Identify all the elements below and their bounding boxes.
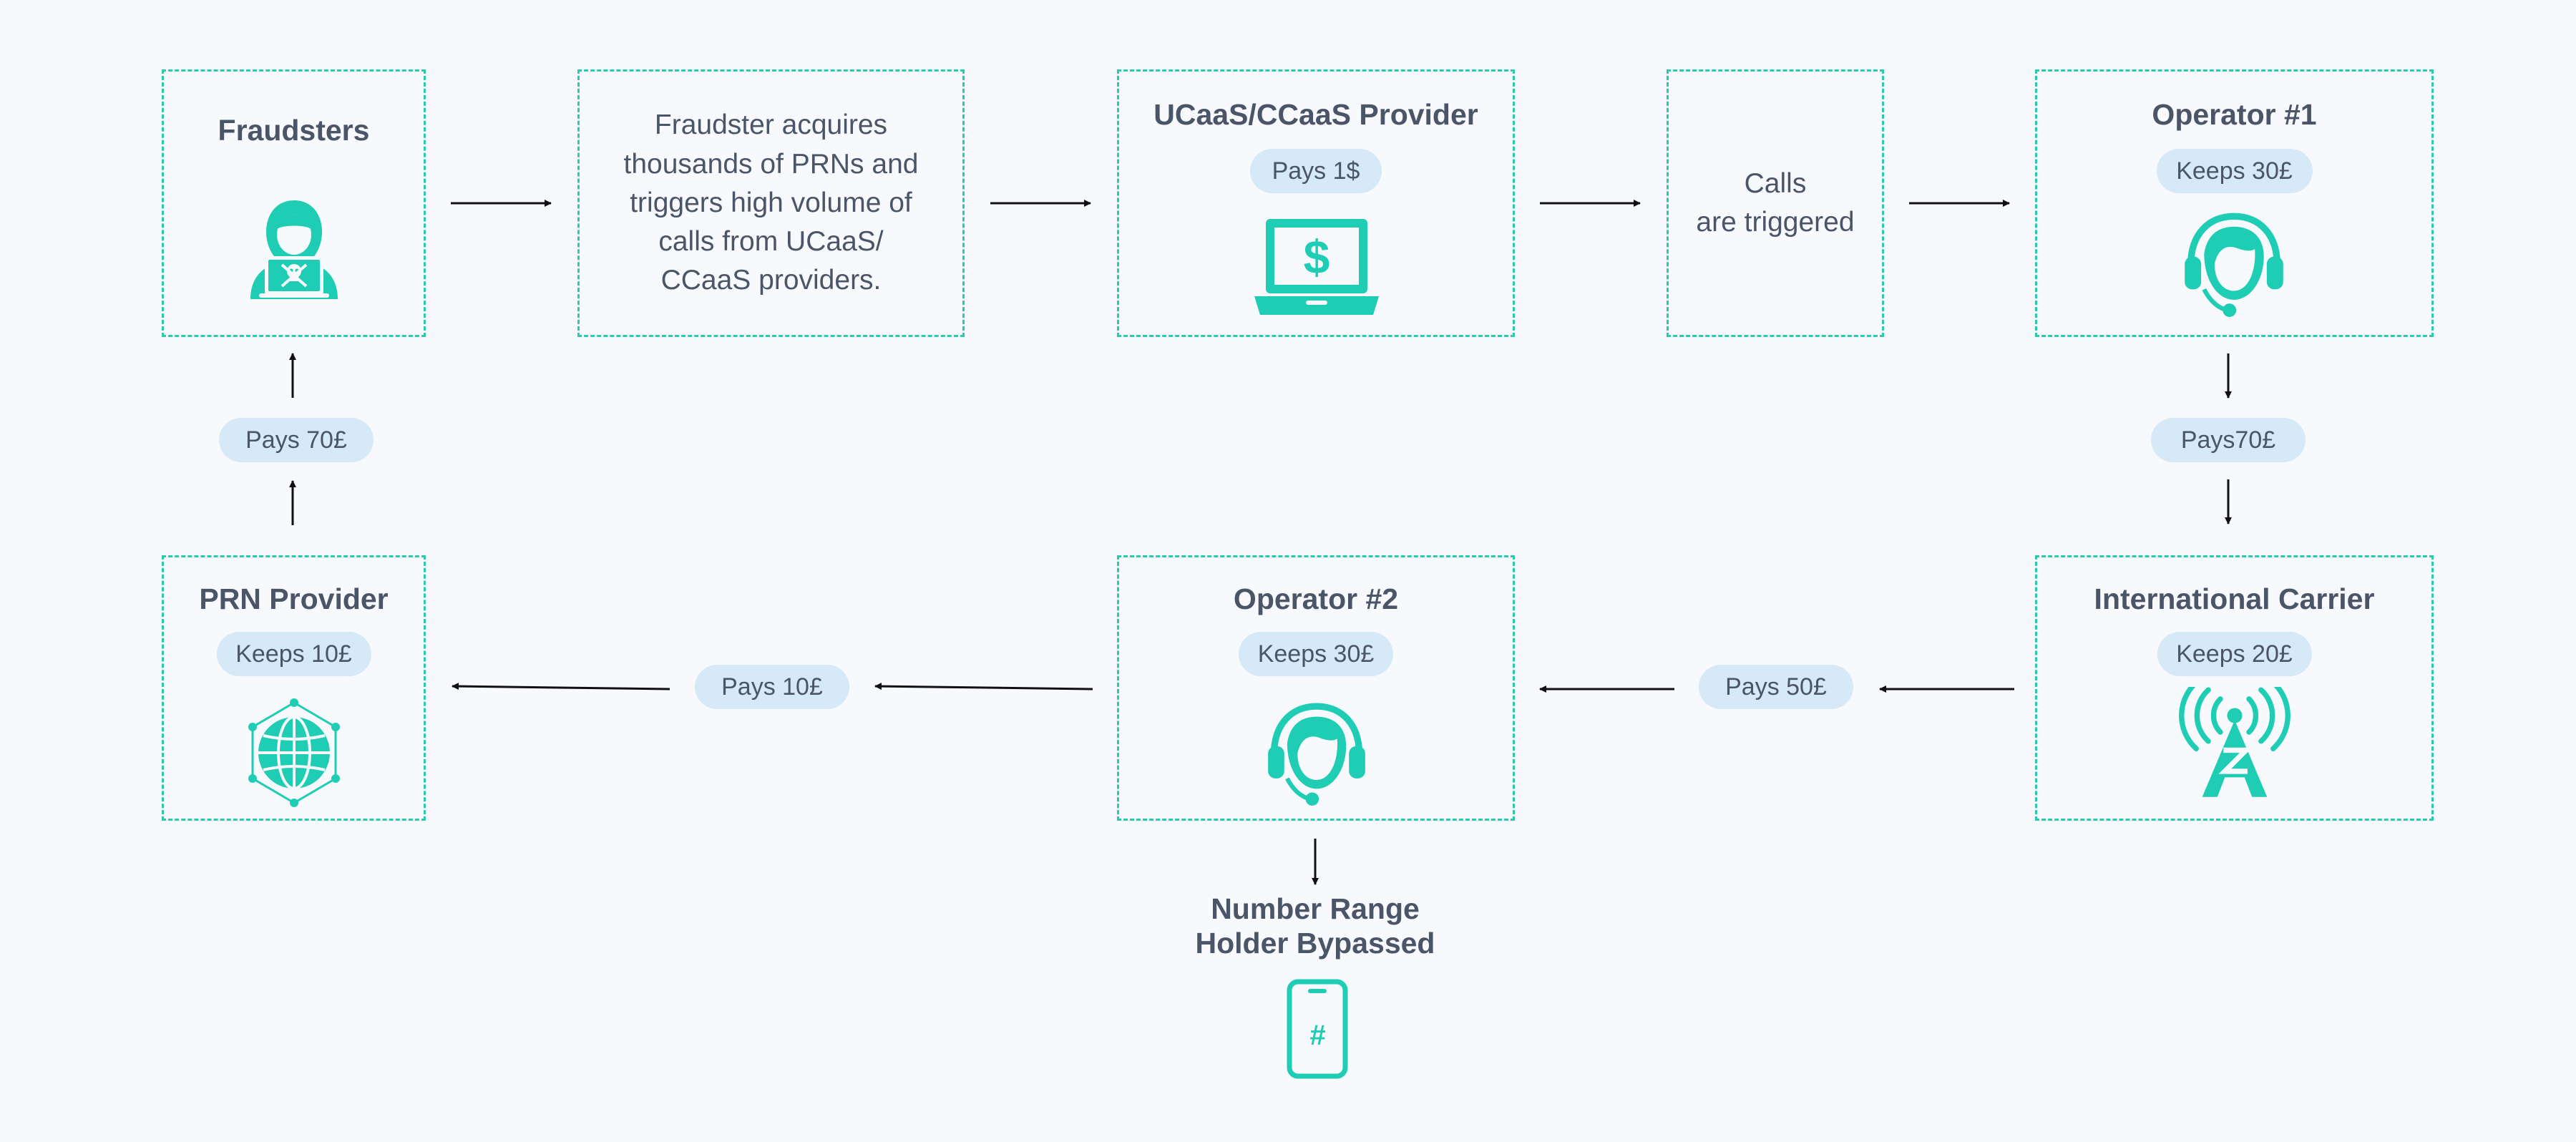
operator-1-box: Operator #1 Keeps 30£ (2035, 69, 2434, 337)
attack-description-text: Fraudster acquires thousands of PRNs and… (623, 109, 919, 296)
network-globe-icon (248, 698, 340, 807)
operator-2-badge: Keeps 30£ (1239, 632, 1393, 677)
mobile-phone-hash-icon: # (1287, 979, 1348, 1079)
svg-text:#: # (1309, 1020, 1326, 1051)
ucaas-provider-title: UCaaS/CCaaS Provider (1153, 98, 1478, 131)
international-carrier-box: International Carrier Keeps 20£ (2035, 555, 2434, 821)
fraudsters-title: Fraudsters (218, 114, 370, 147)
arrow-label-to-prn (452, 683, 670, 690)
edge-label-operator1-to-carrier: Pays70£ (2151, 418, 2306, 462)
calls-triggered-box: Calls are triggered (1667, 69, 1884, 337)
prn-provider-badge: Keeps 10£ (216, 632, 371, 677)
edge-label-operator2-to-prn: Pays 10£ (695, 665, 849, 709)
prn-provider-title: PRN Provider (199, 582, 389, 615)
operator-2-title: Operator #2 (1233, 582, 1399, 615)
ucaas-provider-box: UCaaS/CCaaS Provider Pays 1$ (1117, 69, 1515, 337)
operator-2-box: Operator #2 Keeps 30£ (1117, 555, 1515, 821)
international-carrier-title: International Carrier (2094, 582, 2375, 615)
operator-1-badge: Keeps 30£ (2156, 149, 2313, 194)
ucaas-provider-badge: Pays 1$ (1250, 149, 1382, 194)
number-range-holder-title: Number Range Holder Bypassed (1195, 892, 1435, 960)
laptop-dollar-icon: $ (1254, 219, 1379, 315)
international-carrier-badge: Keeps 20£ (2157, 632, 2312, 677)
edge-label-prn-to-fraudsters: Pays 70£ (219, 418, 374, 462)
signal-tower-icon (2179, 687, 2290, 797)
svg-text:$: $ (1304, 230, 1330, 283)
prn-provider-box: PRN Provider Keeps 10£ (162, 555, 426, 821)
operator-1-title: Operator #1 (2152, 98, 2317, 131)
edge-label-carrier-to-operator2: Pays 50£ (1699, 665, 1853, 709)
fraudsters-box: Fraudsters (162, 69, 426, 337)
arrow-operator2-to-label (874, 683, 1093, 690)
calls-triggered-text: Calls are triggered (1696, 168, 1855, 238)
hooded-hacker-laptop-icon (250, 200, 338, 299)
headset-operator-icon (2185, 213, 2283, 317)
headset-operator-icon (1268, 703, 1365, 806)
attack-description-box: Fraudster acquires thousands of PRNs and… (577, 69, 965, 337)
